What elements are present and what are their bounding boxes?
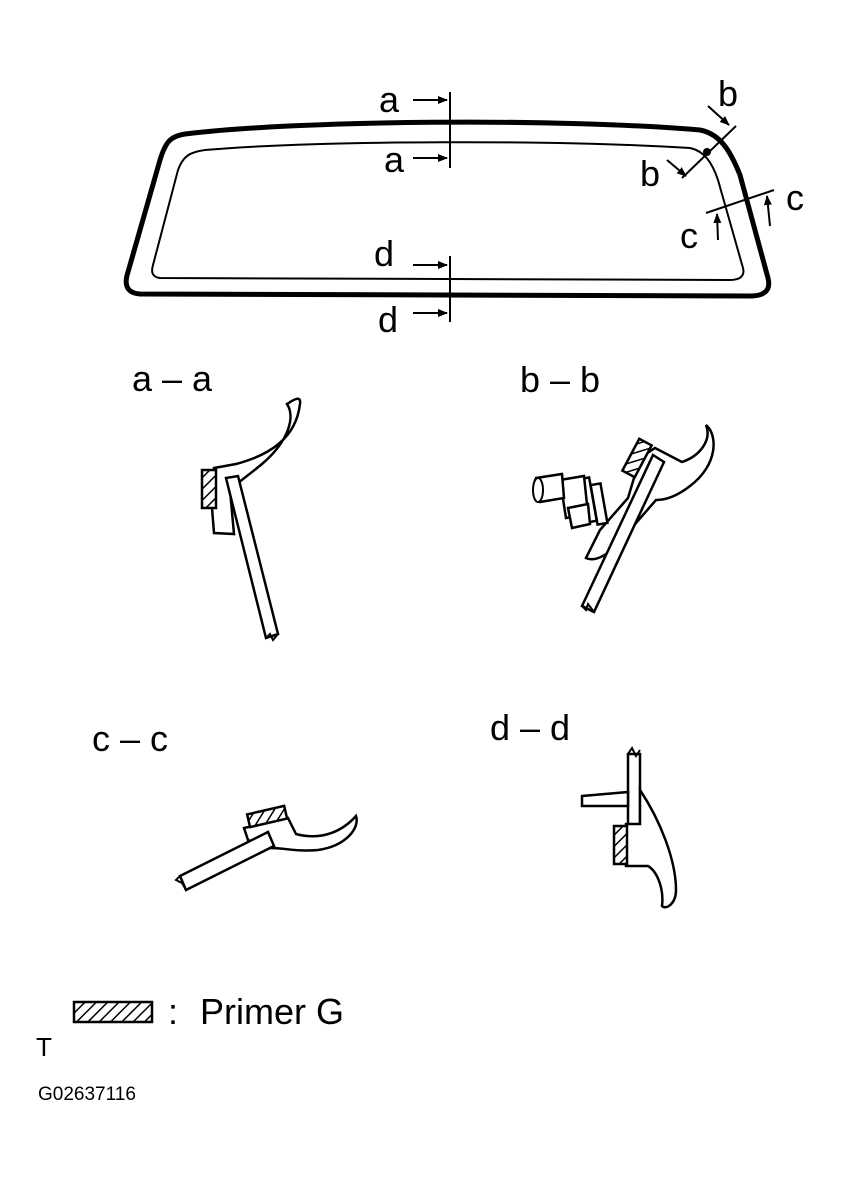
section-aa-title: a – a <box>132 358 213 399</box>
bb-glass-break <box>581 601 595 613</box>
section-aa: a – a <box>132 358 302 642</box>
dd-molding <box>624 785 678 909</box>
label-d-bottom: d <box>378 299 398 340</box>
legend-separator: : <box>168 991 178 1032</box>
cc-glass-break <box>174 875 187 891</box>
dd-flange <box>580 790 630 808</box>
section-bb-title: b – b <box>520 359 600 400</box>
aa-molding <box>210 397 302 536</box>
cc-glass <box>178 830 276 892</box>
window-outer-outline <box>123 119 772 299</box>
dd-glass-break <box>627 746 641 758</box>
bb-glass <box>580 453 666 614</box>
legend-label: Primer G <box>200 991 344 1032</box>
arrow-b-top <box>707 105 730 126</box>
section-dd: d – d <box>490 707 678 909</box>
aa-glass <box>224 474 280 640</box>
label-a-bottom: a <box>384 139 405 180</box>
cut-line-c <box>705 189 775 214</box>
section-cc-title: c – c <box>92 718 168 759</box>
cc-primer <box>245 804 289 829</box>
window-overview: a a d d b b c c <box>123 73 804 340</box>
section-cc: c – c <box>92 718 358 892</box>
dd-primer <box>612 824 629 866</box>
label-d-top: d <box>374 233 394 274</box>
legend: : Primer G <box>72 991 344 1032</box>
aa-primer <box>200 468 218 510</box>
label-c-left: c <box>680 215 698 256</box>
bb-lower-nut <box>566 502 592 530</box>
arrow-c-left <box>713 213 722 241</box>
cut-point-b <box>703 148 711 156</box>
footer-mark: T <box>36 1032 52 1062</box>
section-dd-title: d – d <box>490 707 570 748</box>
arrow-c-right <box>763 195 772 227</box>
window-inner-outline <box>151 141 745 282</box>
section-bb: b – b <box>520 359 715 614</box>
aa-glass-break <box>265 632 279 642</box>
legend-primer-swatch <box>72 1000 154 1024</box>
figure-code: G02637116 <box>38 1084 136 1105</box>
label-b-top: b <box>718 73 738 114</box>
bb-stud-end <box>532 477 544 503</box>
bb-primer <box>620 437 654 479</box>
label-a-top: a <box>379 79 400 120</box>
arrow-b-bottom <box>666 159 687 177</box>
label-b-bottom: b <box>640 153 660 194</box>
label-c-right: c <box>786 177 804 218</box>
